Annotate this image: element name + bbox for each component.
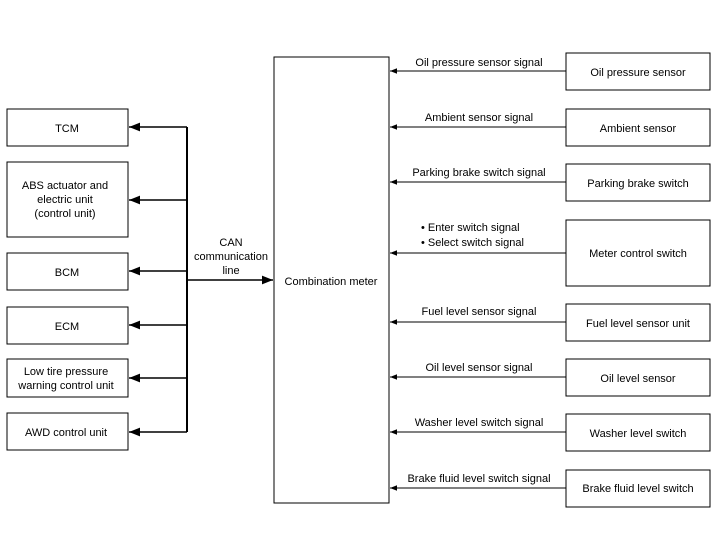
left-unit-tpms: Low tire pressure warning control unit [6,358,187,398]
left-unit-abs-label-1: ABS actuator and [22,180,108,192]
input-meter-control-signal-label-2: • Select switch signal [421,237,524,249]
input-fuel-level: Fuel level sensor unit Fuel level sensor… [390,303,711,342]
can-bus-label-line-1: CAN [219,237,242,249]
input-parking-brake-signal-label: Parking brake switch signal [412,167,545,179]
input-washer-level: Washer level switch Washer level switch … [390,413,711,452]
input-brake-fluid-signal-label: Brake fluid level switch signal [407,473,550,485]
left-unit-ecm: ECM [6,306,187,345]
input-fuel-level-signal-label: Fuel level sensor signal [422,306,537,318]
input-oil-pressure: Oil pressure sensor Oil pressure sensor … [390,52,711,91]
input-oil-pressure-signal-label: Oil pressure sensor signal [415,57,542,69]
left-unit-awd-label: AWD control unit [25,427,107,439]
left-unit-abs: ABS actuator and electric unit (control … [6,161,187,238]
left-unit-bcm: BCM [6,252,187,291]
input-brake-fluid: Brake fluid level switch Brake fluid lev… [390,469,711,508]
left-unit-tcm-label: TCM [55,123,79,135]
input-washer-level-box-label: Washer level switch [590,428,687,440]
input-parking-brake-box-label: Parking brake switch [587,178,689,190]
input-meter-control: Meter control switch • Enter switch sign… [390,219,711,287]
input-oil-pressure-box-label: Oil pressure sensor [590,67,686,79]
input-oil-level: Oil level sensor Oil level sensor signal [390,358,711,397]
can-bus-label-line-2: communication [194,251,268,263]
left-unit-ecm-label: ECM [55,321,79,333]
left-unit-abs-label-3: (control unit) [34,208,95,220]
input-washer-level-signal-label: Washer level switch signal [415,417,544,429]
left-unit-awd: AWD control unit [6,412,187,451]
can-bus-label-line-3: line [222,265,239,277]
input-oil-level-box-label: Oil level sensor [600,373,676,385]
input-brake-fluid-box-label: Brake fluid level switch [582,483,693,495]
left-unit-tpms-label-1: Low tire pressure [24,366,108,378]
input-ambient-box-label: Ambient sensor [600,123,677,135]
left-unit-abs-label-2: electric unit [37,194,93,206]
input-parking-brake: Parking brake switch Parking brake switc… [390,163,711,202]
left-unit-bcm-label: BCM [55,267,79,279]
left-unit-tcm: TCM [6,108,187,147]
input-meter-control-signal-label-1: • Enter switch signal [421,222,520,234]
combination-meter-box [273,56,390,504]
input-fuel-level-box-label: Fuel level sensor unit [586,318,690,330]
input-oil-level-signal-label: Oil level sensor signal [426,362,533,374]
input-meter-control-box-label: Meter control switch [589,248,687,260]
left-unit-tpms-label-2: warning control unit [17,380,113,392]
input-ambient: Ambient sensor Ambient sensor signal [390,108,711,147]
input-ambient-signal-label: Ambient sensor signal [425,112,533,124]
combination-meter-label: Combination meter [285,276,378,288]
